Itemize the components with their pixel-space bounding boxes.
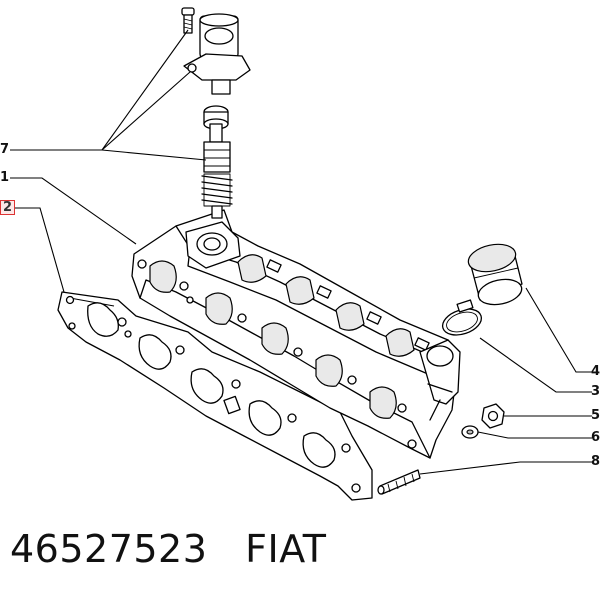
solenoid-valve-assembly <box>181 7 251 219</box>
callout-7: 7 <box>0 142 10 157</box>
callout-3: 3 <box>591 384 600 399</box>
brand-name: FIAT <box>245 527 327 571</box>
callout-8: 8 <box>591 454 600 469</box>
intake-manifold <box>131 209 461 459</box>
clamp-ring <box>441 299 483 336</box>
callout-1: 1 <box>0 170 10 185</box>
callout-2: 2 <box>0 200 16 215</box>
callout-5: 5 <box>591 408 600 423</box>
stud-bolt <box>377 469 421 495</box>
manifold-gasket <box>57 291 373 501</box>
sleeve <box>467 243 523 306</box>
leader-lines <box>10 29 592 475</box>
callout-4: 4 <box>591 364 600 379</box>
nut <box>481 403 505 429</box>
callout-6: 6 <box>591 430 600 445</box>
washer <box>461 425 479 439</box>
part-number: 46527523 <box>10 527 208 571</box>
part-caption: 46527523 FIAT <box>10 527 327 577</box>
